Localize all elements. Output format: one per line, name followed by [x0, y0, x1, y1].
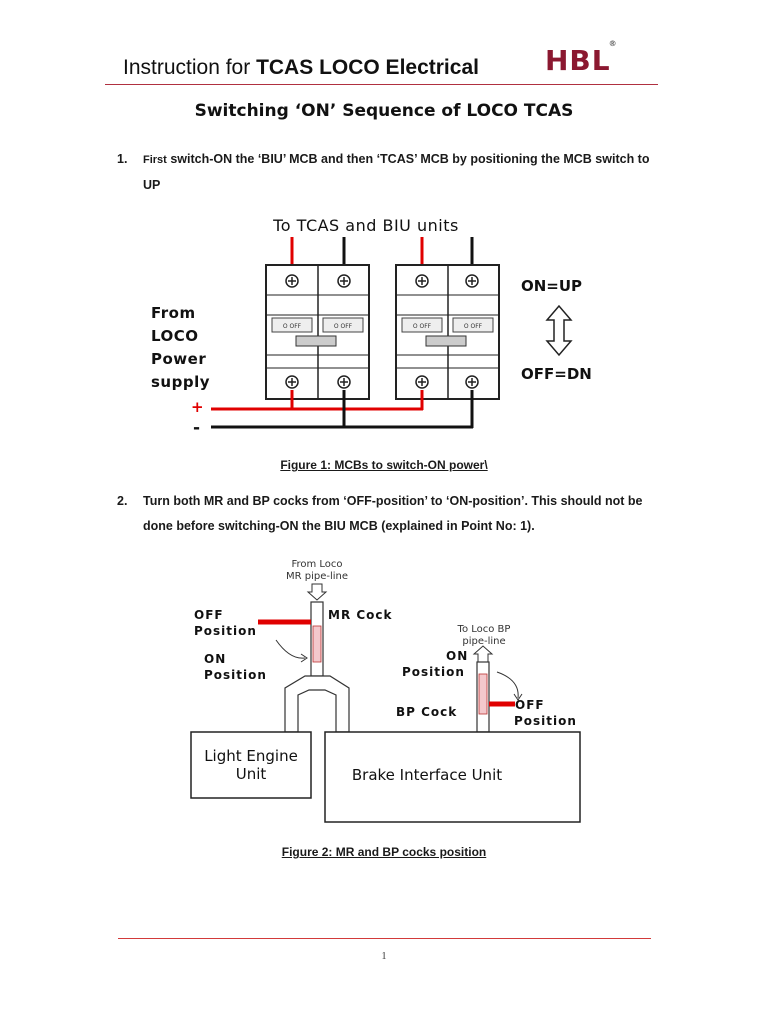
figure-2-caption: Figure 2: MR and BP cocks position — [281, 845, 487, 859]
fig1-top-label: To TCAS and BIU units — [272, 216, 459, 235]
light-engine-unit-box — [190, 731, 312, 799]
fig2-from-loco-label: From Loco — [291, 559, 342, 570]
svg-text:Position: Position — [204, 668, 267, 682]
mr-off-label: OFF — [194, 608, 224, 622]
header-title-prefix: Instruction for — [123, 56, 257, 79]
svg-text:O OFF: O OFF — [464, 323, 483, 330]
bp-off-label: OFF — [515, 698, 545, 712]
header-divider — [105, 84, 658, 85]
up-down-arrow-icon — [545, 304, 573, 357]
page-title: Switching ‘ON’ Sequence of LOCO TCAS — [194, 101, 574, 121]
logo-registered-mark: ® — [608, 38, 618, 48]
bp-cock-label: BP Cock — [396, 705, 457, 719]
down-arrow-icon — [306, 583, 328, 601]
bp-on-label: ON — [446, 649, 468, 663]
document-header-title: Instruction for TCAS LOCO Electrical — [123, 56, 479, 80]
svg-text:Position: Position — [402, 665, 465, 679]
svg-text:Position: Position — [514, 714, 577, 728]
header-title-bold: TCAS LOCO Electrical — [256, 56, 479, 79]
mcb-biu: O OFF O OFF — [265, 264, 370, 400]
mr-curved-arrow-icon — [275, 639, 306, 659]
light-engine-label: Light Engine — [204, 747, 298, 765]
fig1-off-label: OFF=DN — [521, 365, 592, 383]
figure-2-cocks-diagram: From Loco MR pipe-line OFF Position MR C… — [190, 559, 581, 823]
mr-pipe — [284, 601, 350, 733]
footer-divider — [118, 938, 651, 939]
page-number: 1 — [381, 951, 387, 962]
step-1-body: switch-ON the ‘BIU’ MCB and then ‘TCAS’ … — [143, 152, 650, 192]
brake-interface-unit-box — [324, 731, 581, 823]
step-2-number: 2. — [117, 494, 128, 508]
mcb-tcas: O OFF O OFF — [395, 264, 500, 400]
svg-text:LOCO: LOCO — [151, 327, 199, 345]
logo-text: HBL — [545, 44, 611, 77]
step-1-lead: First — [143, 154, 167, 166]
svg-text:O OFF: O OFF — [283, 323, 302, 330]
fig1-minus-label: - — [193, 418, 200, 438]
svg-text:pipe-line: pipe-line — [462, 636, 505, 647]
fig1-from-loco-label: From LOCO Power supply — [151, 304, 210, 391]
svg-text:Power: Power — [151, 350, 206, 368]
figure-1-mcb-diagram: To TCAS and BIU units O OFF O OFF — [151, 216, 592, 438]
fig2-to-loco-label: To Loco BP — [457, 624, 511, 635]
step-2-text: Turn both MR and BP cocks from ‘OFF-posi… — [143, 494, 643, 533]
bp-pipe — [476, 661, 490, 733]
brake-interface-label: Brake Interface Unit — [352, 766, 502, 784]
up-arrow-icon — [472, 645, 494, 663]
svg-text:From: From — [151, 304, 196, 322]
svg-text:O OFF: O OFF — [413, 323, 432, 330]
fig1-plus-label: + — [191, 398, 204, 416]
step-1-text: First switch-ON the ‘BIU’ MCB and then ‘… — [143, 147, 663, 198]
step-1-number: 1. — [117, 152, 128, 166]
svg-text:O OFF: O OFF — [334, 323, 353, 330]
svg-text:Unit: Unit — [236, 765, 267, 783]
svg-text:Position: Position — [194, 624, 257, 638]
mr-cock-label: MR Cock — [328, 608, 393, 622]
fig1-on-label: ON=UP — [521, 277, 582, 295]
hbl-logo: HBL® — [545, 39, 620, 77]
svg-text:MR pipe-line: MR pipe-line — [286, 571, 348, 582]
mr-on-label: ON — [204, 652, 226, 666]
bp-curved-arrow-icon — [496, 671, 519, 699]
figure-1-caption: Figure 1: MCBs to switch-ON power\ — [280, 458, 488, 472]
svg-text:supply: supply — [151, 373, 210, 391]
